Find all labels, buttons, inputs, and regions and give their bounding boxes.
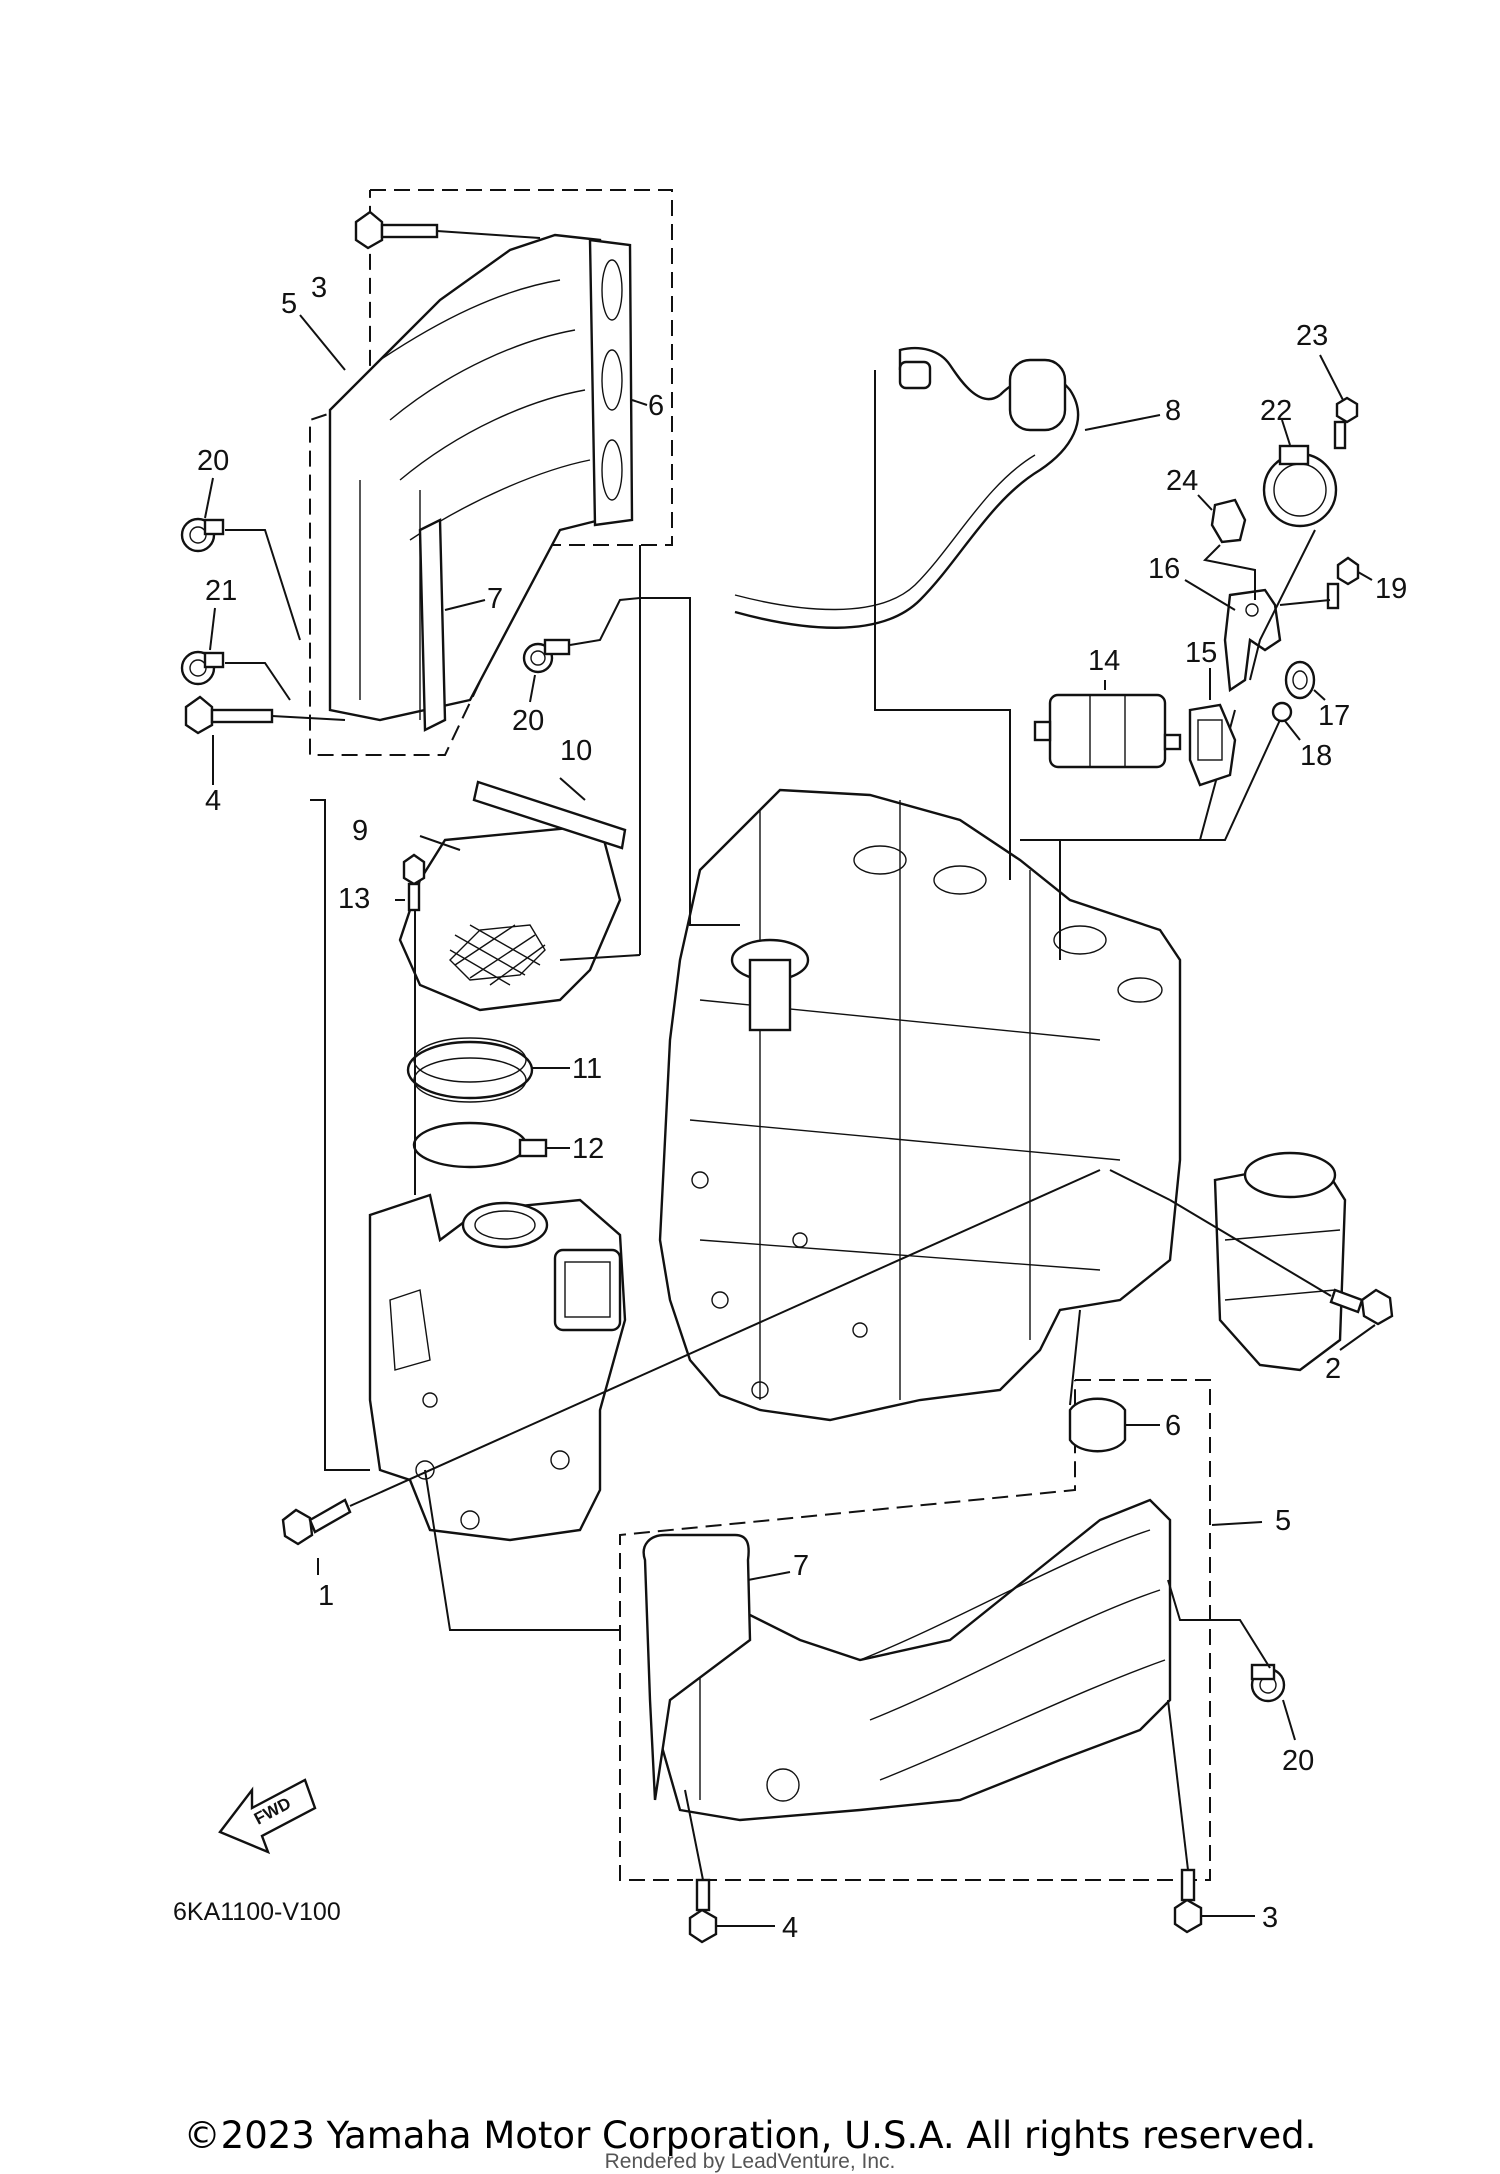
callout-13: 13	[338, 883, 370, 915]
lower-intake-group	[619, 1379, 1296, 1944]
gasket-6-top	[588, 238, 634, 527]
callout-15: 15	[1185, 637, 1217, 669]
callout-3-bottom: 3	[1262, 1902, 1278, 1934]
seal-10	[472, 780, 627, 850]
callout-20-top-left: 20	[197, 445, 229, 477]
engine-block	[658, 788, 1182, 1422]
callout-7-bottom: 7	[793, 1550, 809, 1582]
bolt-23	[1333, 396, 1359, 450]
callout-20-top-right: 20	[512, 705, 544, 737]
bolt-4-bottom	[688, 1878, 718, 1944]
bolt-3-top	[354, 210, 439, 250]
fwd-arrow-icon: FWD	[218, 1778, 317, 1855]
bolt-3-bottom	[1173, 1868, 1203, 1934]
grommet-17	[1284, 660, 1316, 700]
callout-22: 22	[1260, 395, 1292, 427]
callout-6-top: 6	[648, 390, 664, 422]
clamp-20-top-right	[522, 638, 571, 674]
callout-2: 2	[1325, 1353, 1341, 1385]
callout-24: 24	[1166, 465, 1198, 497]
bolt-19	[1326, 556, 1360, 610]
gasket-7-bottom	[642, 1533, 752, 1801]
bolt-1	[281, 1498, 352, 1546]
silencer-9	[398, 823, 622, 1012]
callout-5-bottom: 5	[1275, 1505, 1291, 1537]
callout-4-bottom: 4	[782, 1912, 798, 1944]
collar-18	[1271, 701, 1293, 723]
upper-intake-group	[180, 189, 673, 756]
callout-9: 9	[352, 815, 368, 847]
clamp-20-bottom	[1250, 1663, 1286, 1703]
callout-18: 18	[1300, 740, 1332, 772]
copyright-notice: ©2023 Yamaha Motor Corporation, U.S.A. A…	[183, 2114, 1317, 2157]
hose-clamp-12	[412, 1121, 548, 1169]
clamp-20-top-left	[180, 517, 225, 553]
canister-14	[1033, 693, 1182, 769]
gasket-6-bottom	[1068, 1397, 1127, 1453]
callout-6-bottom: 6	[1165, 1410, 1181, 1442]
gasket-7-top	[418, 518, 447, 732]
callout-19: 19	[1375, 573, 1407, 605]
callout-3-top: 3	[311, 272, 327, 304]
diagram-code: 6KA1100-V100	[173, 1898, 341, 1926]
intake-manifold-bottom	[658, 1498, 1172, 1822]
callout-7-top: 7	[487, 583, 503, 615]
callout-20-bottom: 20	[1282, 1745, 1314, 1777]
callout-23: 23	[1296, 320, 1328, 352]
bracket-15	[1188, 703, 1237, 787]
callout-10: 10	[560, 735, 592, 767]
callout-16: 16	[1148, 553, 1180, 585]
seal-ring-11	[406, 1037, 534, 1103]
bolt-2	[1329, 1288, 1394, 1326]
callout-12: 12	[572, 1133, 604, 1165]
rendered-by-note: Rendered by LeadVenture, Inc.	[604, 2150, 896, 2173]
callout-17: 17	[1318, 700, 1350, 732]
callout-21-top-left: 21	[205, 575, 237, 607]
callout-11: 11	[572, 1053, 602, 1085]
clip-24	[1210, 498, 1247, 544]
bracket-16	[1223, 588, 1282, 693]
callout-5-top: 5	[281, 288, 297, 320]
hose-8	[734, 346, 1161, 629]
throttle-body-intake	[368, 1193, 627, 1542]
callout-8: 8	[1165, 395, 1181, 427]
callout-14: 14	[1088, 645, 1120, 677]
clamp-22	[1262, 444, 1338, 528]
callout-4-top: 4	[205, 785, 221, 817]
fuel-filter-assembly	[1213, 1151, 1347, 1372]
clamp-21-top-left	[180, 650, 225, 686]
bolt-4-top	[184, 695, 274, 735]
callout-1: 1	[318, 1580, 334, 1612]
